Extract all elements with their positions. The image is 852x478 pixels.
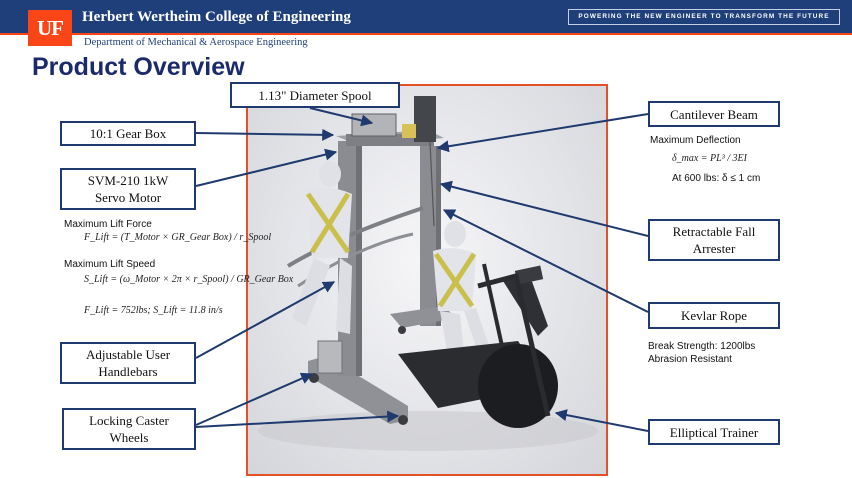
callout-elliptical-trainer: Elliptical Trainer — [648, 419, 780, 445]
college-name: Herbert Wertheim College of Engineering — [82, 9, 351, 25]
rope-abrasion: Abrasion Resistant — [648, 354, 732, 365]
callout-servo-motor: SVM-210 1kW Servo Motor — [60, 168, 196, 210]
rope-break-strength: Break Strength: 1200lbs — [648, 341, 756, 352]
lift-force-label: Maximum Lift Force — [64, 219, 152, 230]
lift-force-formula: F_Lift = (T_Motor × GR_Gear Box) / r_Spo… — [84, 232, 272, 243]
page-title: Product Overview — [32, 53, 245, 81]
callout-spool: 1.13" Diameter Spool — [230, 82, 400, 108]
product-render-image — [246, 84, 608, 476]
callout-cantilever-beam: Cantilever Beam — [648, 101, 780, 127]
department-name: Department of Mechanical & Aerospace Eng… — [84, 37, 308, 48]
header-accent-rule — [0, 33, 852, 35]
tagline: POWERING THE NEW ENGINEER TO TRANSFORM T… — [568, 9, 840, 25]
callout-caster-wheels: Locking Caster Wheels — [62, 408, 196, 450]
callout-handlebars: Adjustable User Handlebars — [60, 342, 196, 384]
callout-gearbox: 10:1 Gear Box — [60, 121, 196, 146]
callout-fall-arrester: Retractable Fall Arrester — [648, 219, 780, 261]
lift-speed-formula: S_Lift = (ω_Motor × 2π × r_Spool) / GR_G… — [84, 274, 294, 285]
lift-results: F_Lift = 752lbs; S_Lift = 11.8 in/s — [84, 305, 223, 316]
lift-speed-label: Maximum Lift Speed — [64, 259, 156, 270]
deflection-label: Maximum Deflection — [650, 135, 741, 146]
lift-system-illustration — [258, 96, 598, 451]
header-bar — [0, 0, 852, 33]
uf-logo: UF — [28, 10, 72, 46]
callout-kevlar-rope: Kevlar Rope — [648, 302, 780, 329]
deflection-result: At 600 lbs: δ ≤ 1 cm — [672, 173, 761, 184]
deflection-formula: δ_max = PL³ / 3EI — [672, 153, 747, 164]
